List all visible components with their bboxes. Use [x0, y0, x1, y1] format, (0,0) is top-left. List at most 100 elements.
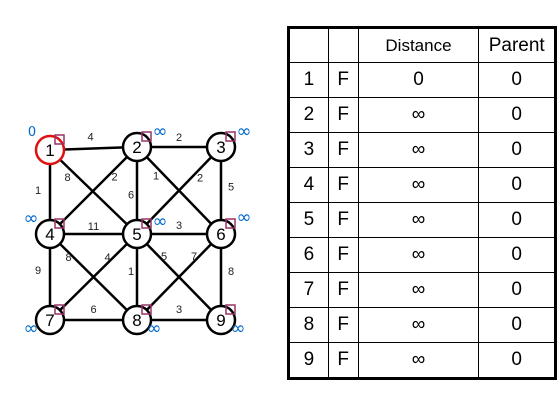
row-flag: F	[327, 167, 359, 203]
row-id: 9	[288, 342, 329, 379]
node-label-4: 4	[45, 225, 54, 244]
edge-weight-3-5: 2	[197, 173, 203, 185]
edge-weight-2-4: 2	[111, 172, 117, 184]
header-parent: Parent	[478, 27, 556, 63]
row-id: 1	[288, 62, 329, 98]
node-7: 7	[34, 304, 66, 336]
node-3: 3	[205, 131, 237, 163]
node-distance-2: ∞	[153, 121, 168, 142]
row-distance: ∞	[357, 237, 480, 273]
row-flag: F	[327, 97, 359, 133]
row-parent: 0	[478, 62, 556, 98]
edge-weight-5-7: 4	[104, 252, 110, 264]
node-marker-3	[225, 131, 236, 142]
row-distance: ∞	[357, 202, 480, 238]
row-flag: F	[327, 307, 359, 343]
node-marker-7	[54, 304, 65, 315]
row-id: 4	[288, 167, 329, 203]
node-1: 1	[34, 134, 66, 166]
edge-weight-4-5: 11	[88, 221, 99, 233]
nodes: 1 2 3 4 5 6 7 8 9	[34, 131, 237, 336]
row-flag: F	[327, 272, 359, 308]
row-parent: 0	[478, 97, 556, 133]
node-marker-6	[225, 218, 236, 229]
node-marker-5	[141, 218, 152, 229]
row-parent: 0	[478, 202, 556, 238]
row-flag: F	[327, 342, 359, 379]
node-circle-3	[205, 131, 237, 163]
row-flag: F	[327, 237, 359, 273]
row-distance: ∞	[357, 272, 480, 308]
row-parent: 0	[478, 342, 556, 379]
row-flag: F	[327, 202, 359, 238]
row-parent: 0	[478, 307, 556, 343]
row-id: 5	[288, 202, 329, 238]
table-header-row: Distance Parent	[288, 27, 556, 63]
edge-weight-6-9: 8	[228, 266, 234, 278]
node-distance-9: ∞	[231, 318, 246, 339]
node-marker-9	[225, 304, 236, 315]
row-distance: ∞	[357, 132, 480, 168]
row-id: 3	[288, 132, 329, 168]
row-flag: F	[327, 132, 359, 168]
node-6: 6	[205, 218, 237, 250]
row-parent: 0	[478, 237, 556, 273]
node-label-6: 6	[216, 225, 225, 244]
node-circle-5	[121, 218, 153, 250]
row-distance: ∞	[357, 307, 480, 343]
row-parent: 0	[478, 167, 556, 203]
row-parent: 0	[478, 272, 556, 308]
node-distance-6: ∞	[237, 207, 252, 228]
node-label-7: 7	[45, 311, 54, 330]
header-distance: Distance	[357, 27, 480, 63]
node-marker-8	[141, 304, 152, 315]
row-distance: ∞	[357, 97, 480, 133]
node-distance-5: ∞	[153, 211, 168, 232]
node-label-2: 2	[132, 138, 141, 157]
row-id: 8	[288, 307, 329, 343]
node-circle-4	[34, 218, 66, 250]
node-distance-3: ∞	[237, 121, 252, 142]
edge-weight-4-7: 9	[35, 265, 41, 277]
row-id: 2	[288, 97, 329, 133]
edge-weight-5-8: 1	[128, 266, 134, 278]
node-markers	[54, 131, 236, 315]
node-circle-8	[121, 304, 153, 336]
node-marker-2	[141, 131, 152, 142]
node-circle-7	[34, 304, 66, 336]
node-label-9: 9	[216, 311, 225, 330]
node-5: 5	[121, 218, 153, 250]
node-4: 4	[34, 218, 66, 250]
node-label-5: 5	[132, 225, 141, 244]
header-id	[288, 27, 329, 63]
row-id: 6	[288, 237, 329, 273]
edge-weight-2-5: 6	[128, 190, 134, 202]
node-distance-8: ∞	[147, 318, 162, 339]
node-label-3: 3	[216, 138, 225, 157]
row-distance: ∞	[357, 167, 480, 203]
node-label-8: 8	[132, 311, 141, 330]
node-9: 9	[205, 304, 237, 336]
edge-weight-4-8: 8	[65, 252, 71, 264]
edge-weight-1-5: 8	[64, 172, 70, 184]
node-distance-7: ∞	[24, 318, 39, 339]
row-parent: 0	[478, 132, 556, 168]
row-distance: ∞	[357, 342, 480, 379]
node-marker-1	[54, 134, 65, 145]
node-distance-labels: 0∞∞∞∞∞∞∞∞	[24, 121, 252, 339]
row-id: 7	[288, 272, 329, 308]
node-2: 2	[121, 131, 153, 163]
node-circle-9	[205, 304, 237, 336]
